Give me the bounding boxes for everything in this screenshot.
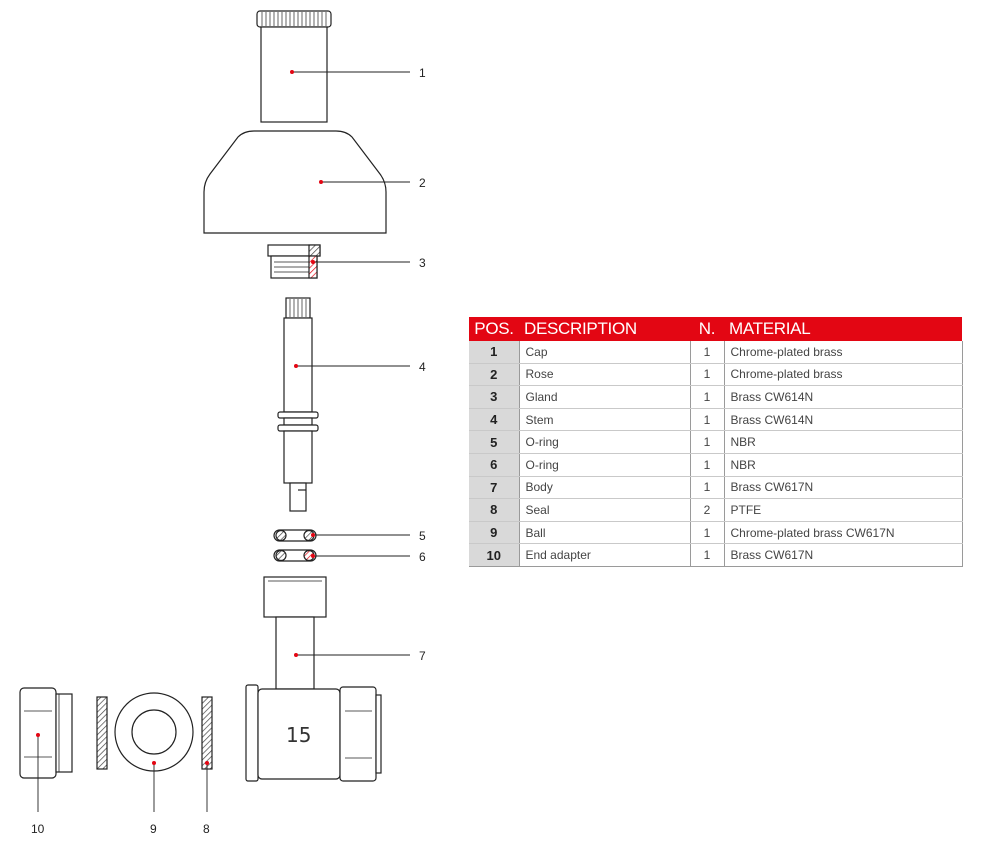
- header-pos: POS.: [469, 317, 519, 341]
- leader-dot-4: [294, 364, 298, 368]
- header-material: MATERIAL: [724, 317, 962, 341]
- cell-description: Cap: [518, 341, 690, 364]
- leader-dot-9: [152, 761, 156, 765]
- body-size-marking: 15: [286, 723, 311, 747]
- cell-material: Brass CW614N: [723, 385, 963, 409]
- cell-pos: 5: [469, 430, 519, 454]
- cell-description: O-ring: [518, 430, 690, 454]
- cell-quantity: 1: [689, 521, 724, 545]
- cell-quantity: 1: [689, 543, 724, 567]
- cell-description: End adapter: [518, 543, 690, 567]
- leader-dot-7: [294, 653, 298, 657]
- rose-part: [203, 130, 387, 234]
- cell-material: PTFE: [723, 498, 963, 522]
- cell-quantity: 1: [689, 363, 724, 387]
- table-row: 8 Seal 2 PTFE: [469, 498, 963, 522]
- table-row: 2 Rose 1 Chrome-plated brass: [469, 363, 963, 387]
- cell-pos: 8: [469, 498, 519, 522]
- cell-pos: 7: [469, 476, 519, 500]
- callout-8: 8: [203, 822, 210, 836]
- leader-dot-2: [319, 180, 323, 184]
- cell-material: Brass CW617N: [723, 543, 963, 567]
- cell-description: Rose: [518, 363, 690, 387]
- cell-material: Chrome-plated brass: [723, 341, 963, 364]
- table-row: 9 Ball 1 Chrome-plated brass CW617N: [469, 521, 963, 545]
- cell-pos: 3: [469, 385, 519, 409]
- cell-material: NBR: [723, 453, 963, 477]
- cell-pos: 6: [469, 453, 519, 477]
- cell-material: Brass CW614N: [723, 408, 963, 432]
- end-adapter-part: [19, 687, 73, 779]
- ball-part: [114, 692, 194, 772]
- cap-part: [256, 10, 332, 123]
- callout-5: 5: [419, 529, 426, 543]
- leader-dot-3: [311, 260, 315, 264]
- leader-dot-1: [290, 70, 294, 74]
- callout-3: 3: [419, 256, 426, 270]
- callout-4: 4: [419, 360, 426, 374]
- cell-quantity: 1: [689, 385, 724, 409]
- gland-part: [267, 244, 321, 279]
- cell-quantity: 1: [689, 430, 724, 454]
- leader-dot-6: [311, 554, 315, 558]
- leader-dot-8: [205, 761, 209, 765]
- table-row: 1 Cap 1 Chrome-plated brass: [469, 341, 963, 364]
- header-quantity: N.: [690, 317, 724, 341]
- cell-quantity: 1: [689, 408, 724, 432]
- callout-10: 10: [31, 822, 45, 836]
- cell-pos: 10: [469, 543, 519, 567]
- cell-description: Seal: [518, 498, 690, 522]
- cell-pos: 9: [469, 521, 519, 545]
- table-row: 4 Stem 1 Brass CW614N: [469, 408, 963, 432]
- callout-1: 1: [419, 66, 426, 80]
- seal-right-part: [201, 696, 213, 770]
- cell-description: Body: [518, 476, 690, 500]
- cell-pos: 4: [469, 408, 519, 432]
- table-header-row: POS. DESCRIPTION N. MATERIAL: [469, 317, 962, 341]
- o-ring-6-part: [273, 549, 317, 562]
- table-row: 6 O-ring 1 NBR: [469, 453, 963, 477]
- table-row: 7 Body 1 Brass CW617N: [469, 476, 963, 500]
- leader-dot-5: [311, 533, 315, 537]
- callout-7: 7: [419, 649, 426, 663]
- cell-quantity: 1: [689, 341, 724, 364]
- cell-material: NBR: [723, 430, 963, 454]
- cell-description: O-ring: [518, 453, 690, 477]
- cell-quantity: 2: [689, 498, 724, 522]
- cell-quantity: 1: [689, 453, 724, 477]
- parts-list-table: POS. DESCRIPTION N. MATERIAL 1 Cap 1 Chr…: [469, 317, 963, 567]
- cell-description: Ball: [518, 521, 690, 545]
- cell-pos: 2: [469, 363, 519, 387]
- valve-body-part: 15: [245, 576, 382, 782]
- callout-6: 6: [419, 550, 426, 564]
- header-description: DESCRIPTION: [519, 317, 690, 341]
- cell-quantity: 1: [689, 476, 724, 500]
- cell-material: Chrome-plated brass: [723, 363, 963, 387]
- stem-part: [277, 297, 319, 512]
- table-row: 5 O-ring 1 NBR: [469, 430, 963, 454]
- cell-pos: 1: [469, 341, 519, 364]
- cell-material: Brass CW617N: [723, 476, 963, 500]
- leader-dot-10: [36, 733, 40, 737]
- cell-description: Gland: [518, 385, 690, 409]
- cell-description: Stem: [518, 408, 690, 432]
- callout-2: 2: [419, 176, 426, 190]
- callout-9: 9: [150, 822, 157, 836]
- cell-material: Chrome-plated brass CW617N: [723, 521, 963, 545]
- table-row: 3 Gland 1 Brass CW614N: [469, 385, 963, 409]
- o-ring-5-part: [273, 529, 317, 542]
- seal-left-part: [96, 696, 108, 770]
- table-row: 10 End adapter 1 Brass CW617N: [469, 543, 963, 567]
